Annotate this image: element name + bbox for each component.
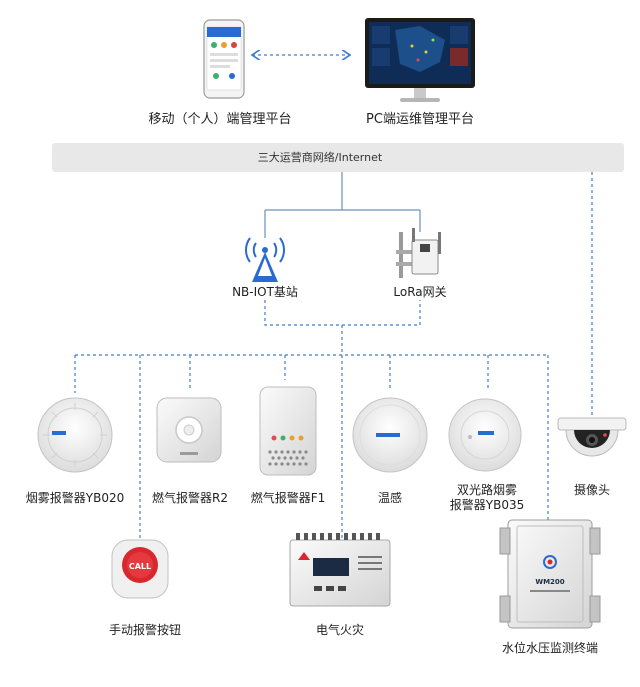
camera-image	[557, 417, 627, 457]
electric-fire-label: 电气火灾	[315, 623, 364, 637]
lora-gateway-image	[396, 228, 441, 278]
device-drop-lines	[74, 355, 549, 540]
water-terminal-label: 水位水压监测终端	[501, 641, 598, 655]
smoke-detector-yb020-image	[37, 397, 113, 473]
gateway-bus-line	[264, 300, 421, 355]
gas-r2-label: 燃气报警器R2	[152, 491, 228, 505]
network-to-gateways-line	[264, 172, 421, 238]
dual-smoke-detector-yb035-image	[448, 398, 522, 472]
temperature-sensor-image	[352, 397, 428, 473]
dual-smoke-label-line1: 双光路烟雾	[456, 483, 517, 497]
wm200-text: WM200	[535, 578, 564, 586]
network-bar	[52, 143, 624, 172]
water-terminal-wm200-image: WM200	[499, 519, 601, 629]
network-label: 三大运营商网络/Internet	[257, 151, 383, 164]
mobile-platform-label: 移动（个人）端管理平台	[148, 112, 292, 127]
connection-lines	[74, 55, 593, 540]
pc-monitor-image	[365, 18, 475, 102]
mobile-phone-image	[203, 19, 245, 99]
gas-detector-f1-image	[259, 386, 317, 476]
lora-label: LoRa网关	[393, 285, 447, 299]
nb-iot-tower-icon	[245, 237, 285, 282]
temp-label: 温感	[377, 491, 402, 505]
electrical-fire-monitor-image	[289, 533, 391, 607]
pc-platform-label: PC端运维管理平台	[366, 112, 474, 127]
call-text: CALL	[129, 562, 151, 571]
nb-iot-label: NB-IOT基站	[232, 285, 298, 299]
gas-detector-r2-image	[156, 397, 222, 463]
dual-smoke-label-line2: 报警器YB035	[449, 498, 525, 512]
manual-button-label: 手动报警按钮	[108, 623, 181, 637]
smoke-yb020-label: 烟雾报警器YB020	[25, 491, 125, 505]
manual-alarm-button-image: CALL	[111, 539, 169, 599]
gas-f1-label: 燃气报警器F1	[250, 491, 326, 505]
camera-label: 摄像头	[573, 483, 610, 497]
